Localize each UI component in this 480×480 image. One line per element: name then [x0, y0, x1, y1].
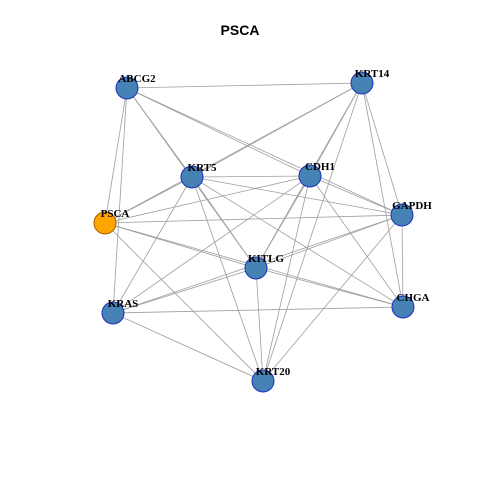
edge-krt5-kras	[112, 176, 193, 314]
edge-kitlg-krt20	[255, 267, 264, 382]
edge-kitlg-kras	[112, 267, 257, 314]
edge-cdh1-kras	[112, 175, 311, 314]
node-kitlg: KITLG	[244, 253, 285, 280]
node-circle	[101, 301, 125, 325]
edge-cdh1-gapdh	[309, 175, 403, 216]
node-label: KRAS	[108, 298, 139, 310]
edge-cdh1-kitlg	[255, 175, 311, 269]
node-circle	[251, 369, 275, 393]
node-label: PSCA	[101, 208, 130, 220]
node-krt5: KRT5	[180, 162, 217, 189]
edge-abcg2-gapdh	[126, 87, 403, 216]
edge-krt5-psca	[104, 176, 193, 224]
edge-abcg2-krt14	[126, 82, 363, 89]
edge-krt5-kitlg	[191, 176, 257, 269]
node-chga: CHGA	[391, 292, 430, 319]
node-label: CDH1	[305, 161, 335, 173]
node-psca: PSCA	[93, 208, 130, 235]
edge-krt14-psca	[104, 82, 363, 224]
node-kras: KRAS	[101, 298, 139, 325]
node-cdh1: CDH1	[298, 161, 335, 188]
node-circle	[93, 211, 117, 235]
edge-psca-krt20	[104, 222, 264, 382]
edge-krt5-gapdh	[191, 176, 403, 216]
node-krt14: KRT14	[350, 68, 390, 95]
edge-kitlg-chga	[255, 267, 404, 308]
node-circle	[180, 165, 204, 189]
node-label: KRT5	[188, 162, 217, 174]
node-circle	[350, 71, 374, 95]
node-label: KRT14	[355, 68, 390, 80]
node-circle	[391, 295, 415, 319]
node-label: CHGA	[397, 292, 430, 304]
node-circle	[390, 203, 414, 227]
node-label: KRT20	[256, 366, 291, 378]
edge-cdh1-psca	[104, 175, 311, 224]
edge-gapdh-kitlg	[255, 214, 403, 269]
edge-krt14-chga	[361, 82, 404, 308]
node-circle	[298, 164, 322, 188]
graph-title: PSCA	[220, 22, 260, 38]
node-label: ABCG2	[118, 73, 156, 85]
edge-kras-chga	[112, 306, 404, 314]
node-gapdh: GAPDH	[390, 200, 432, 227]
edge-abcg2-kras	[112, 87, 128, 314]
edge-abcg2-cdh1	[126, 87, 311, 177]
edge-psca-gapdh	[104, 214, 403, 224]
node-label: GAPDH	[392, 200, 432, 212]
edge-cdh1-chga	[309, 175, 404, 308]
edge-krt5-krt20	[191, 176, 264, 382]
node-krt20: KRT20	[251, 366, 291, 393]
edge-abcg2-psca	[104, 87, 128, 224]
edge-krt14-krt20	[262, 82, 363, 382]
node-abcg2: ABCG2	[115, 73, 156, 100]
edge-krt5-cdh1	[191, 175, 311, 178]
edge-kras-krt20	[112, 312, 264, 382]
node-label: KITLG	[248, 253, 285, 265]
edge-krt5-chga	[191, 176, 404, 308]
edge-layer	[104, 82, 404, 382]
node-circle	[244, 256, 268, 280]
edge-gapdh-krt20	[262, 214, 403, 382]
node-circle	[115, 76, 139, 100]
edge-gapdh-chga	[401, 214, 404, 308]
edge-krt14-gapdh	[361, 82, 403, 216]
edge-cdh1-krt20	[262, 175, 311, 382]
